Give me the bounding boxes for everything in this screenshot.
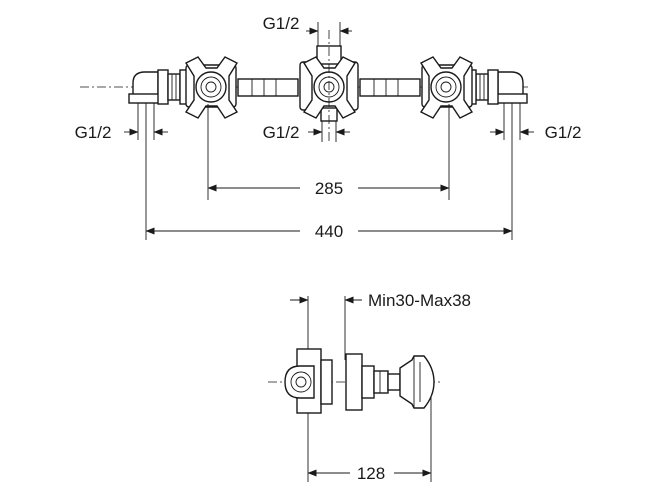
wall-depth-dimension: Min30-Max38 (368, 291, 471, 310)
side-view (268, 296, 440, 484)
thread-label-top: G1/2 (263, 14, 300, 33)
valve-spacing-dimension: 285 (315, 179, 343, 198)
side-length-dimension: 128 (357, 464, 385, 483)
center-cross-handle (302, 56, 357, 119)
side-cross-handle (399, 355, 435, 409)
thread-label-center-bottom: G1/2 (263, 123, 300, 142)
thread-dimension-marks (124, 27, 534, 136)
right-elbow-fitting (467, 69, 528, 105)
thread-label-left: G1/2 (75, 123, 112, 142)
side-valve-body (284, 348, 401, 414)
front-view (80, 22, 534, 242)
overall-width-dimension: 440 (315, 222, 343, 241)
thread-label-right: G1/2 (545, 123, 582, 142)
left-cross-handle (184, 56, 239, 119)
right-cross-handle (419, 56, 474, 119)
pipe-segments (237, 78, 421, 97)
left-elbow-fitting (128, 69, 189, 105)
